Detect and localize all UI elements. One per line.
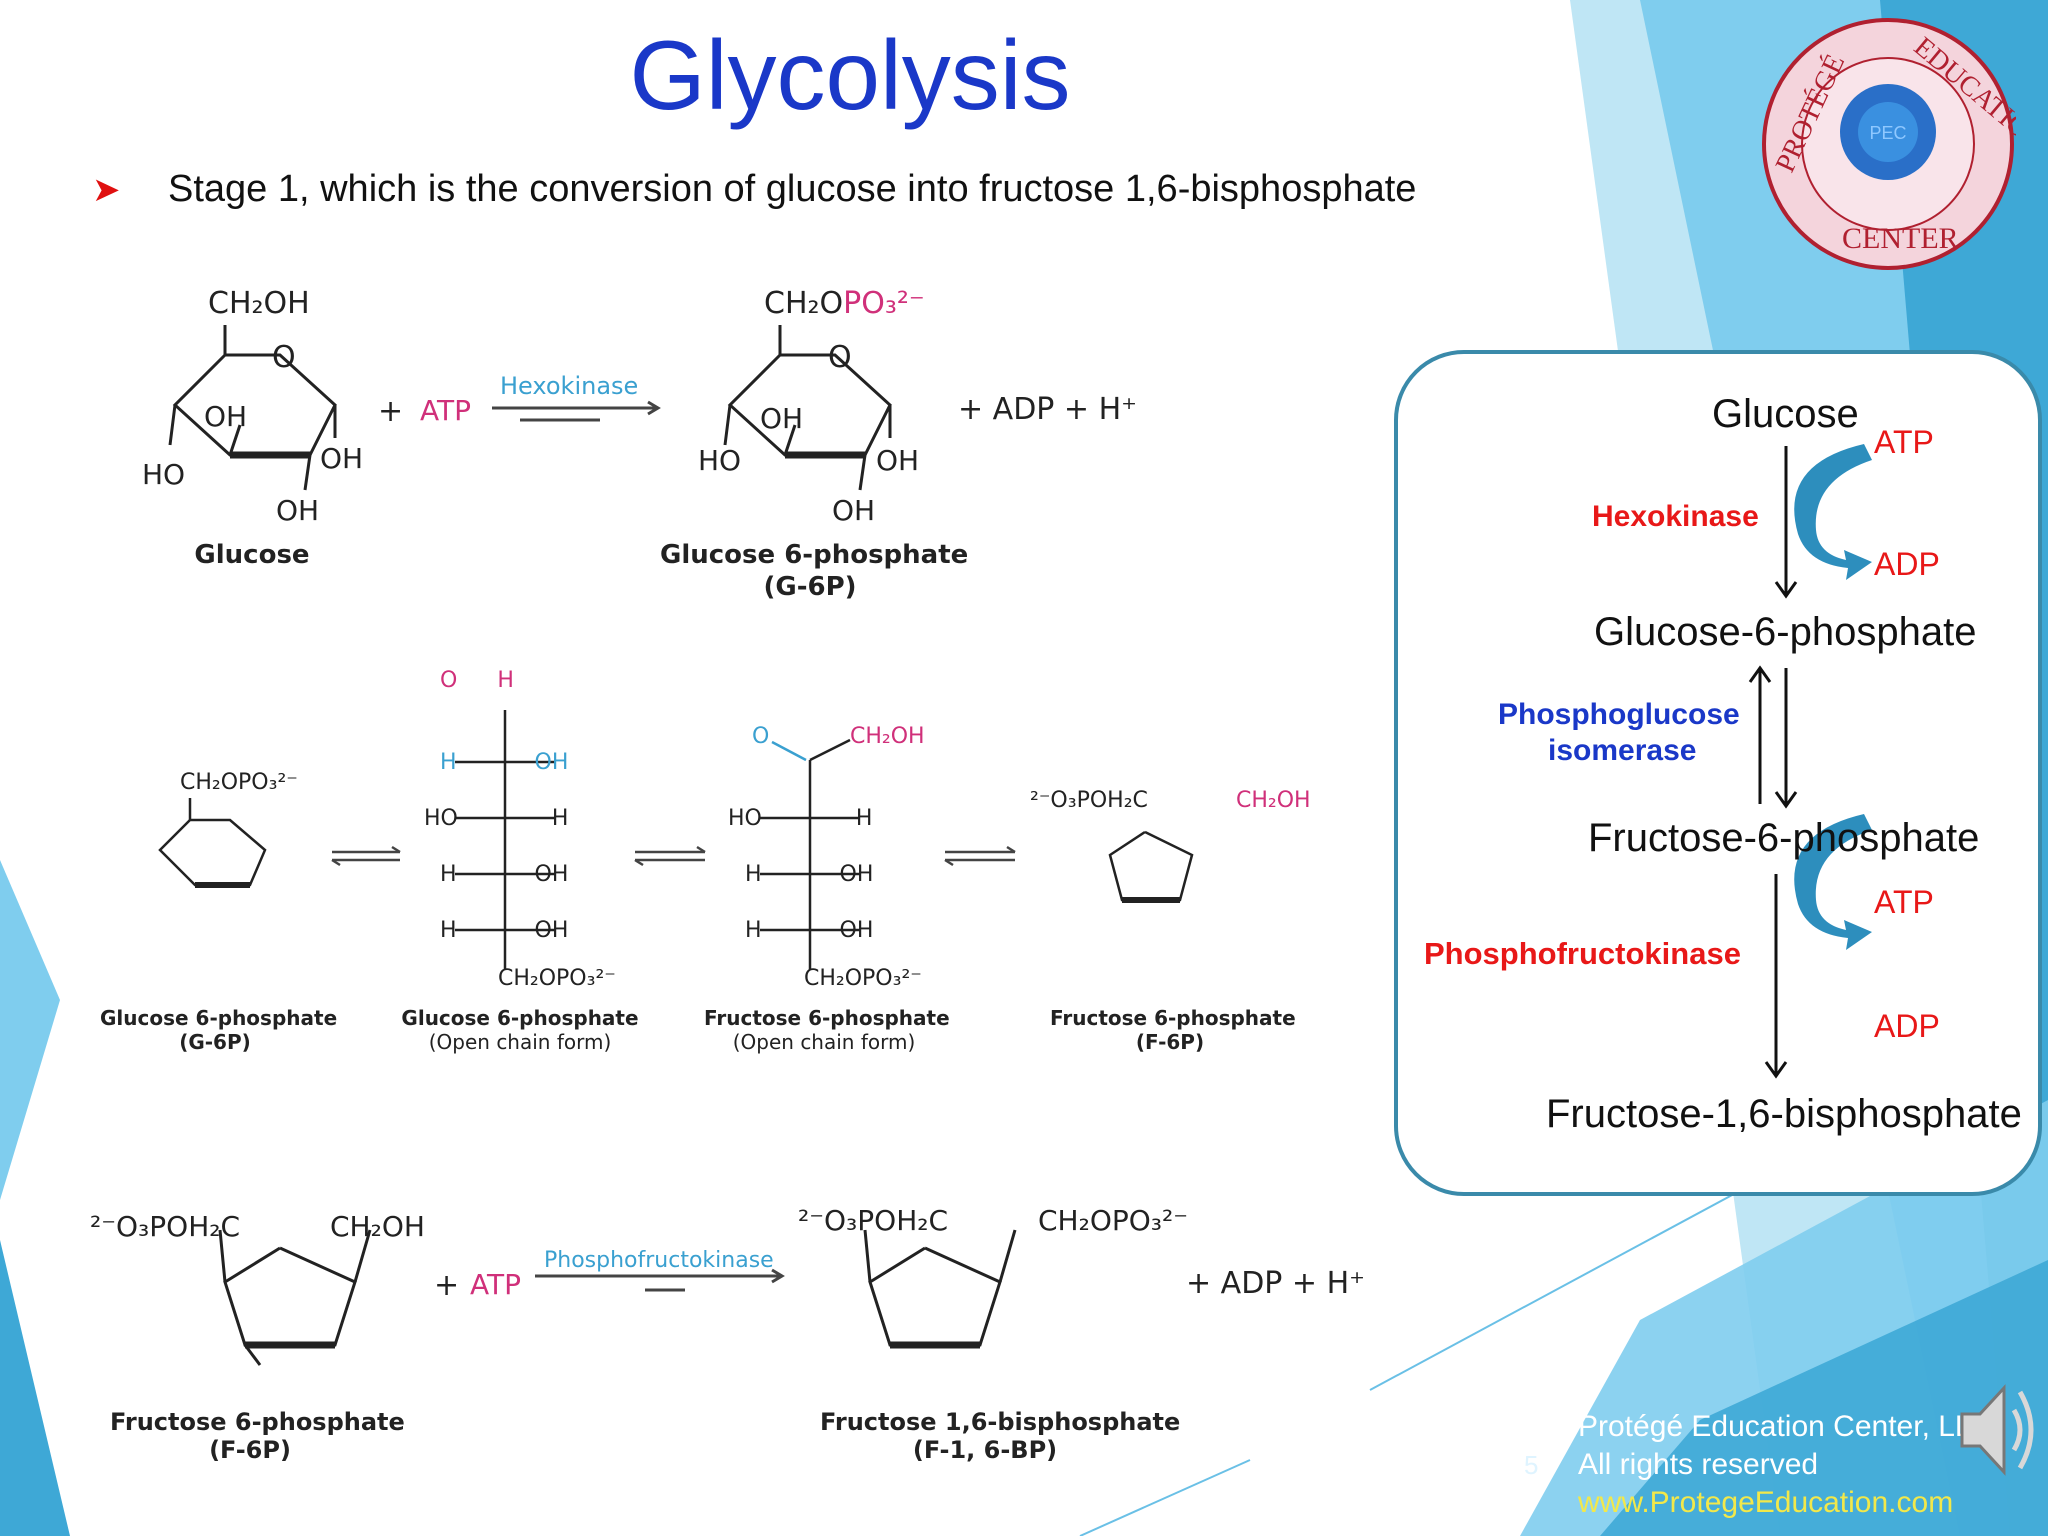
footer-company: Protégé Education Center, LLC	[1578, 1410, 1994, 1443]
hexokinase-enzyme: Hexokinase	[500, 372, 639, 400]
plus-sign: +	[378, 394, 404, 429]
glucose-ho: HO	[142, 458, 186, 491]
r2-label-4a: Fructose 6-phosphate	[1050, 1006, 1296, 1030]
glucose-ch2oh: CH₂OH	[208, 286, 310, 321]
arrow-bullet-icon: ➤	[92, 170, 121, 209]
reaction1-diagram	[168, 325, 892, 491]
pathway-adp-2: ADP	[1874, 1008, 1940, 1044]
reaction3-products: + ADP + H⁺	[1186, 1266, 1365, 1301]
f16bp-left-group: ²⁻O₃POH₂C	[798, 1204, 949, 1237]
slide-number: 5	[1524, 1450, 1539, 1480]
atp-reactant: ATP	[420, 394, 471, 427]
speaker-icon[interactable]	[1956, 1370, 2036, 1490]
f6p-left-group: ²⁻O₃POH₂C	[90, 1210, 241, 1243]
r3-plus: +	[434, 1268, 460, 1303]
pathway-step-f6p: Fructose-6-phosphate	[1588, 816, 1980, 860]
r3-label-f6p-1: Fructose 6-phosphate	[110, 1408, 405, 1436]
fructose-ring-left: ²⁻O₃POH₂C	[1030, 788, 1148, 813]
bullet-text: Stage 1, which is the conversion of gluc…	[168, 168, 1417, 210]
g6p-oh-2: OH	[876, 444, 920, 477]
open-glucose-bottom: CH₂OPO₃²⁻	[498, 966, 616, 991]
r3-label-f16bp-2: (F-1, 6-BP)	[912, 1436, 1058, 1464]
pathway-arrows	[1748, 444, 1872, 1079]
pathway-enzyme-hexokinase: Hexokinase	[1592, 500, 1759, 533]
reaction2-diagram	[158, 710, 1194, 970]
f6p-right-group: CH₂OH	[330, 1210, 425, 1243]
glucose-ring-o: O	[272, 340, 296, 375]
glucose-oh-1: OH	[204, 400, 248, 433]
g6p-ring-o: O	[828, 340, 852, 375]
r3-atp: ATP	[470, 1268, 521, 1301]
pathway-step-g6p: Glucose-6-phosphate	[1594, 610, 1977, 654]
r2-label-1a: Glucose 6-phosphate	[100, 1006, 338, 1030]
pathway-panel: Glucose ATP Hexokinase ADP Glucose-6-pho…	[1394, 350, 2042, 1196]
phosphofructokinase-enzyme: Phosphofructokinase	[544, 1248, 774, 1273]
glucose-oh-2: OH	[320, 442, 364, 475]
g6p-oh-3: OH	[832, 494, 876, 527]
svg-text:PEC: PEC	[1869, 123, 1906, 143]
reaction3-diagram	[218, 1229, 1017, 1366]
r2-label-2a: Glucose 6-phosphate	[401, 1006, 639, 1030]
g6p-ring-top: CH₂OPO₃²⁻	[180, 770, 298, 795]
footer-website-link[interactable]: www.ProtegeEducation.com	[1578, 1486, 1954, 1519]
open-fructose-ketone: O	[752, 724, 770, 749]
open-fructose-bottom: CH₂OPO₃²⁻	[804, 966, 922, 991]
pathway-step-glucose: Glucose	[1712, 392, 1859, 436]
open-fructose-ch2oh: CH₂OH	[850, 724, 925, 749]
r2-label-2b: (Open chain form)	[428, 1030, 612, 1054]
r2-label-4b: (F-6P)	[1135, 1030, 1205, 1054]
r2-label-3b: (Open chain form)	[732, 1030, 916, 1054]
footer-rights: All rights reserved	[1578, 1448, 1819, 1481]
slide-title: Glycolysis	[629, 20, 1071, 130]
pec-logo: PEC PROTÉGÉ EDUCATION CENTER	[1760, 16, 2048, 272]
r2-label-1b: (G-6P)	[179, 1030, 251, 1054]
pathway-enzyme-pgi-1: Phosphoglucose	[1498, 698, 1740, 731]
g6p-ho: HO	[698, 444, 742, 477]
r2-label-3a: Fructose 6-phosphate	[704, 1006, 950, 1030]
pathway-adp-1: ADP	[1874, 546, 1940, 582]
pathway-enzyme-pgi-2: isomerase	[1548, 734, 1697, 767]
pathway-atp-2: ATP	[1874, 884, 1934, 920]
reaction1-products: + ADP + H⁺	[958, 392, 1137, 427]
f16bp-right-group: CH₂OPO₃²⁻	[1038, 1204, 1189, 1237]
bullet-point: ➤ Stage 1, which is the conversion of gl…	[92, 168, 1416, 211]
g6p-label-2: (G-6P)	[763, 572, 857, 602]
glucose-label: Glucose	[194, 540, 310, 570]
g6p-label-1: Glucose 6-phosphate	[660, 540, 969, 570]
pathway-step-f16bp: Fructose-1,6-bisphosphate	[1546, 1092, 2022, 1136]
g6p-ch2o: CH₂OPO₃²⁻	[764, 286, 925, 321]
r3-label-f16bp-1: Fructose 1,6-bisphosphate	[820, 1408, 1181, 1436]
glucose-oh-3: OH	[276, 494, 320, 527]
svg-text:CENTER: CENTER	[1842, 222, 1959, 255]
pathway-atp-1: ATP	[1874, 424, 1934, 460]
fructose-ring-right: CH₂OH	[1236, 788, 1311, 813]
g6p-oh-1: OH	[760, 402, 804, 435]
g6p-po3: PO₃²⁻	[843, 286, 925, 321]
r3-label-f6p-2: (F-6P)	[209, 1436, 291, 1464]
logo-seal-icon: PEC PROTÉGÉ EDUCATION CENTER	[1762, 18, 2048, 270]
pathway-enzyme-pfk: Phosphofructokinase	[1424, 936, 1741, 971]
